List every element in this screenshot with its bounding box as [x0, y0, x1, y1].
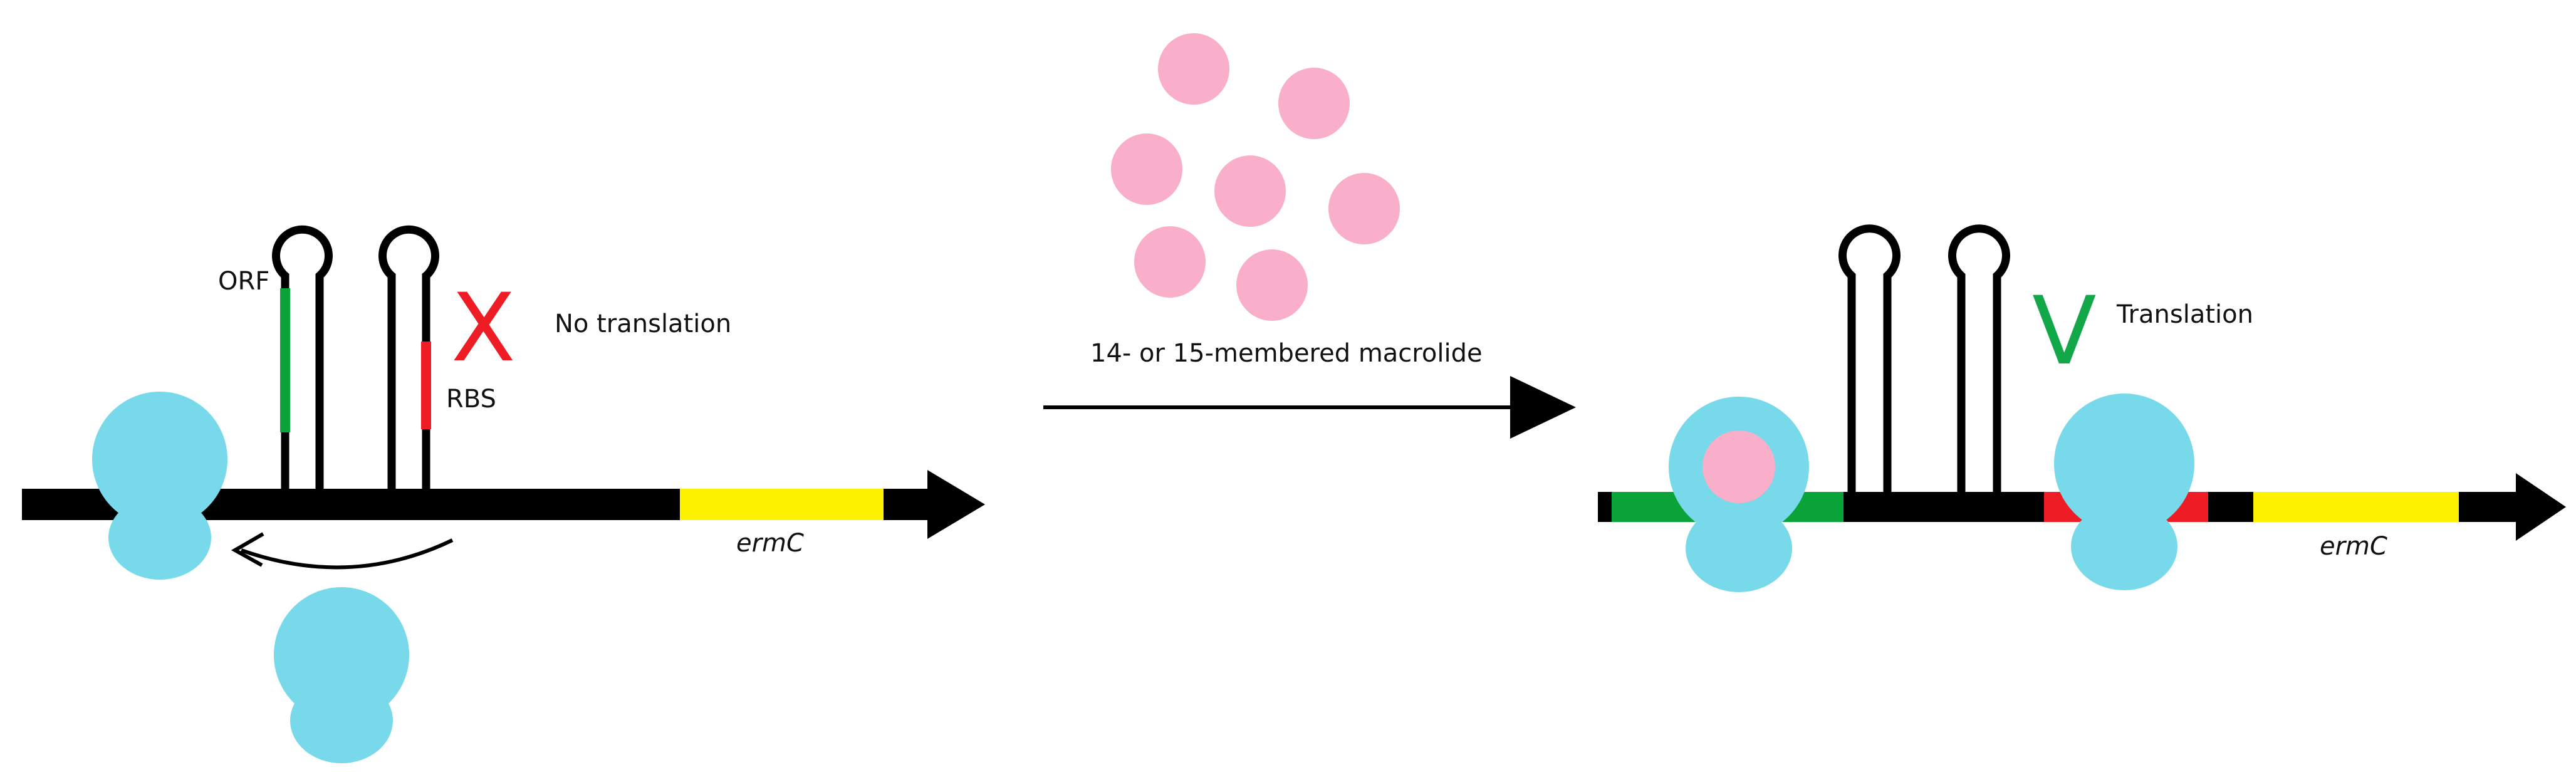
right-ermc-gene-segment [2253, 492, 2459, 522]
main-transition-arrowhead [1510, 376, 1576, 439]
left-strand-arrowhead [927, 470, 985, 539]
orf-segment [280, 288, 290, 432]
macrolide-molecule-icon [1278, 68, 1350, 139]
macrolide-molecule-icon [1134, 226, 1206, 298]
left-panel: ORF RBS X No translation ermC [22, 225, 985, 763]
no-translation-label: No translation [555, 310, 731, 338]
macrolide-molecule-icon [1111, 133, 1182, 205]
macrolide-molecule-icon [1214, 155, 1286, 227]
macrolide-molecule-icon [1328, 173, 1400, 244]
macrolide-cluster [1111, 33, 1400, 321]
rbs-label: RBS [446, 385, 496, 414]
left-ermc-label: ermC [736, 529, 804, 558]
right-spacer-segment [2208, 492, 2253, 522]
left-ermc-gene-segment [680, 489, 884, 520]
macrolide-arrow-label: 14- or 15-membered macrolide [1090, 339, 1483, 368]
stem-loop-icon [1838, 224, 1901, 492]
right-mrna-start [1598, 492, 1612, 522]
right-strand-arrowhead [2516, 473, 2566, 541]
macrolide-molecule-icon [1158, 33, 1229, 105]
ribosome-icon [92, 392, 227, 580]
stem-loop-icon [1948, 224, 2010, 492]
curved-arrow-head [231, 532, 264, 567]
right-mrna-tail [2459, 492, 2521, 522]
right-panel: V Translation ermC [1598, 224, 2566, 592]
ribosome-icon [274, 587, 409, 763]
curved-return-arrow [240, 538, 454, 570]
translation-mark: V [2032, 277, 2097, 386]
ribosome-icon [2054, 394, 2194, 590]
right-ermc-label: ermC [2320, 532, 2387, 561]
right-stemloop-segment [1843, 492, 2044, 522]
translation-label: Translation [2116, 300, 2253, 329]
stem-loop-icon [272, 225, 333, 489]
stem-loop-icon [378, 225, 439, 489]
left-mrna-tail [884, 489, 931, 520]
bound-macrolide-icon [1703, 430, 1775, 503]
orf-label: ORF [218, 267, 269, 296]
macrolide-molecule-icon [1236, 249, 1308, 321]
rbs-segment [421, 342, 431, 429]
no-translation-mark: X [451, 274, 516, 383]
